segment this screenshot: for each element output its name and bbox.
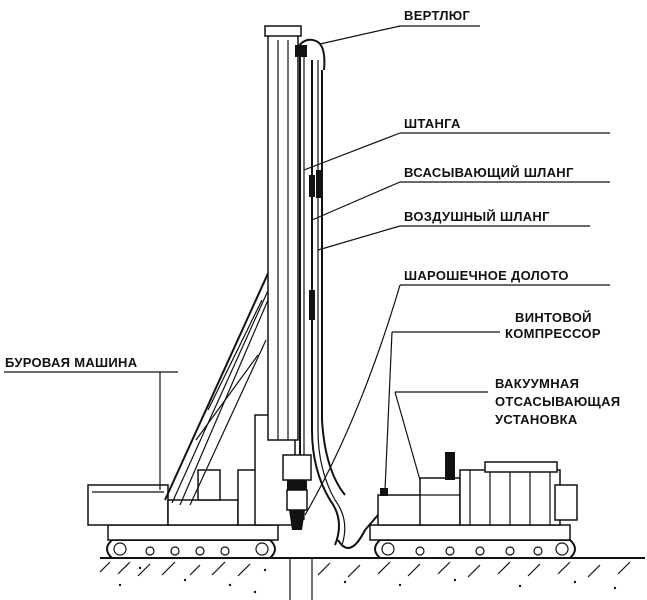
- label-screw-compressor-1: ВИНТОВОЙ: [515, 310, 592, 325]
- label-vacuum-unit-2: ОТСАСЫВАЮЩАЯ: [495, 394, 620, 409]
- drilling-machine: [87, 257, 296, 559]
- vacuum-unit: [337, 452, 578, 559]
- label-air-hose: ВОЗДУШНЫЙ ШЛАНГ: [404, 209, 550, 224]
- label-screw-compressor-2: КОМПРЕССОР: [505, 326, 601, 341]
- label-vacuum-unit-3: УСТАНОВКА: [495, 412, 578, 427]
- labels: ВЕРТЛЮГ ШТАНГА ВСАСЫВАЮЩИЙ ШЛАНГ ВОЗДУШН…: [5, 8, 620, 427]
- leader-lines: [4, 25, 610, 516]
- label-vacuum-unit-1: ВАКУУМНАЯ: [495, 376, 579, 391]
- label-roller-bit: ШАРОШЕЧНОЕ ДОЛОТО: [404, 268, 569, 283]
- label-rod: ШТАНГА: [404, 116, 461, 131]
- label-swivel: ВЕРТЛЮГ: [404, 8, 471, 23]
- label-suction-hose: ВСАСЫВАЮЩИЙ ШЛАНГ: [404, 165, 574, 180]
- drilling-mast: [264, 25, 346, 546]
- ground: [99, 557, 645, 600]
- label-drilling-machine: БУРОВАЯ МАШИНА: [5, 355, 138, 370]
